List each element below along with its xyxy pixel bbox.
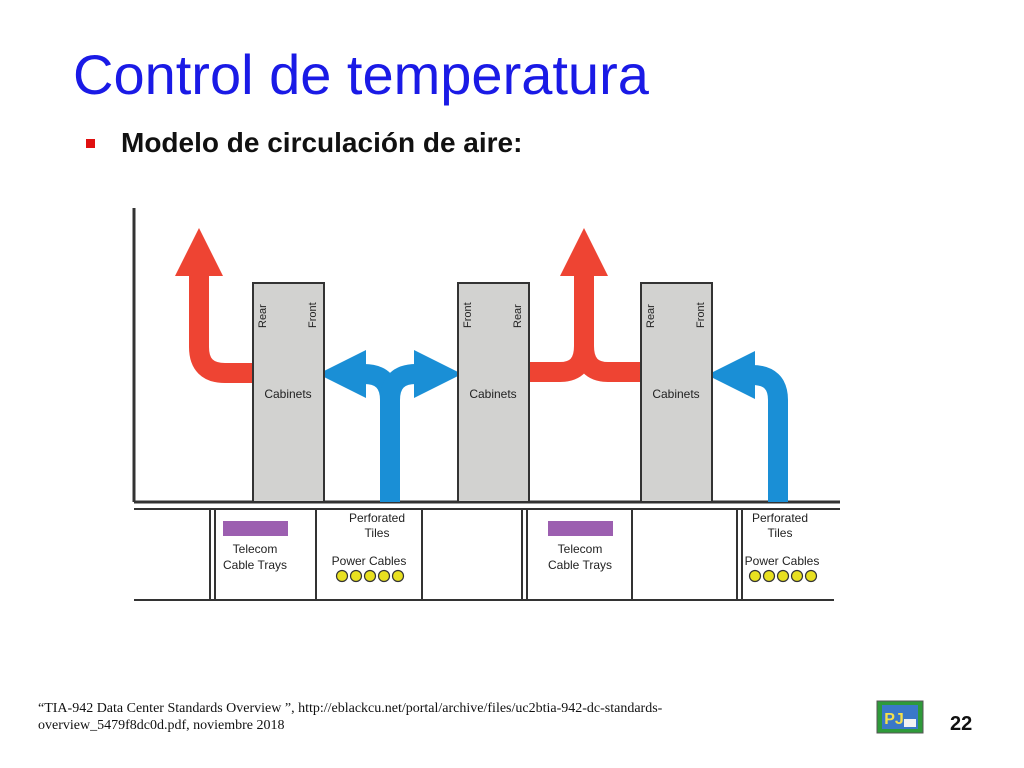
telecom-tray-2: Telecom Cable Trays xyxy=(548,521,613,572)
power-cables-1-label: Power Cables xyxy=(332,554,407,568)
airflow-diagram: Rear Front Cabinets Front Rear Cabinets … xyxy=(132,208,840,601)
power-cables-1 xyxy=(335,569,405,583)
footnote: “TIA-942 Data Center Standards Overview … xyxy=(38,700,758,734)
cabinet-3-right-label: Front xyxy=(695,302,707,328)
telecom-tray-1: Telecom Cable Trays xyxy=(223,521,288,572)
cabinet-1: Rear Front Cabinets xyxy=(252,282,325,503)
cabinet-3-left-label: Rear xyxy=(645,304,657,328)
perforated-tiles-1-line1: Perforated xyxy=(349,511,405,525)
power-cables-2 xyxy=(748,569,818,583)
footnote-line-2: overview_5479f8dc0d.pdf, noviembre 2018 xyxy=(38,718,285,733)
slide-title: Control de temperatura xyxy=(73,43,649,106)
perforated-tiles-2-line1: Perforated xyxy=(752,511,808,525)
cabinet-2-left-label: Front xyxy=(462,302,474,328)
cabinet-1-left-label: Rear xyxy=(257,304,269,328)
cabinet-3: Rear Front Cabinets xyxy=(640,282,713,503)
telecom-tray-1-line2: Cable Trays xyxy=(223,558,287,572)
cold-air-arrow-right xyxy=(706,350,788,502)
logo-text: PJ xyxy=(884,711,904,728)
page-number: 22 xyxy=(950,713,973,735)
footnote-line-1: “TIA-942 Data Center Standards Overview … xyxy=(38,701,663,716)
telecom-tray-1-line1: Telecom xyxy=(233,542,278,556)
cabinet-2-right-label: Rear xyxy=(512,304,524,328)
logo-icon: PJ xyxy=(876,700,924,734)
telecom-tray-2-line1: Telecom xyxy=(558,542,603,556)
perforated-tiles-2: Perforated Tiles Power Cables xyxy=(745,511,820,583)
perforated-tiles-2-line2: Tiles xyxy=(768,526,793,540)
floor-dividers xyxy=(209,509,743,600)
bullet-text: Modelo de circulación de aire: xyxy=(121,127,523,158)
cabinet-2: Front Rear Cabinets xyxy=(457,282,530,503)
perforated-tiles-1: Perforated Tiles Power Cables xyxy=(332,511,407,583)
telecom-tray-2-line2: Cable Trays xyxy=(548,558,612,572)
power-cables-2-label: Power Cables xyxy=(745,554,820,568)
cabinet-1-label: Cabinets xyxy=(264,387,311,401)
cabinet-3-label: Cabinets xyxy=(652,387,699,401)
bullet-row: Modelo de circulación de aire: xyxy=(86,127,522,159)
cold-air-arrow-center-right xyxy=(380,349,463,401)
bullet-square-icon xyxy=(86,138,95,148)
cabinet-2-label: Cabinets xyxy=(469,387,516,401)
hot-air-arrow-left xyxy=(174,227,253,383)
perforated-tiles-1-line2: Tiles xyxy=(365,526,390,540)
cabinet-1-right-label: Front xyxy=(307,302,319,328)
